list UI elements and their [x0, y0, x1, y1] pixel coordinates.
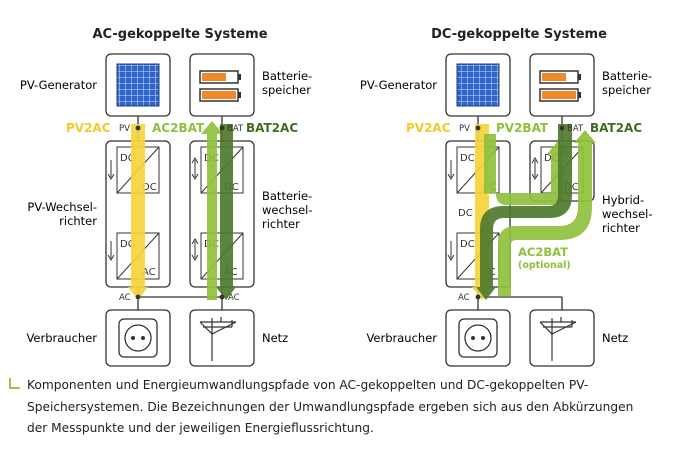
dc-pv-point-label: PV: [459, 124, 470, 134]
dc-battery-storage-box: [529, 53, 595, 117]
dc-title: DC-gekoppelte Systeme: [431, 27, 607, 42]
dc-ac2bat-path: [498, 130, 596, 296]
ac-point-label-right: AC: [228, 293, 240, 303]
dc-battery-storage-label: Batterie-speicher: [602, 69, 652, 97]
ac2bat-label: AC2BAT: [152, 121, 205, 135]
svg-text:DC: DC: [460, 239, 475, 250]
bat2ac-label: BAT2AC: [246, 121, 298, 135]
dc-consumer-label: Verbraucher: [366, 331, 437, 345]
battery-storage-label: Batterie-speicher: [262, 69, 312, 97]
svg-text:DC: DC: [460, 153, 475, 164]
dc-ac-point-label: AC: [458, 293, 470, 303]
pv-point-label: PV: [119, 124, 130, 134]
grid-box: [189, 309, 255, 367]
grid-label: Netz: [262, 331, 288, 345]
battery-icon: [199, 70, 241, 102]
socket-icon: [118, 318, 158, 358]
dc-solar-panel-icon: [456, 63, 500, 107]
caption-marker: [9, 378, 20, 389]
power-pole-icon: [199, 317, 237, 361]
pv2bat-label: PV2BAT: [496, 121, 549, 135]
dc-bat2ac-path: [476, 124, 572, 300]
measure-point-bat: [219, 125, 225, 131]
dc-ac2bat-label: AC2BAT: [518, 245, 568, 259]
pv2ac-path: [128, 124, 148, 300]
ac-point-label: AC: [119, 293, 131, 303]
dc-ac2bat-optional: (optional): [518, 260, 571, 271]
measure-point-pv: [135, 125, 141, 131]
dc-socket-icon: [458, 318, 498, 358]
hybrid-inverter-label: Hybrid-wechsel-richter: [602, 193, 653, 235]
ac2bat-path: [201, 121, 223, 300]
dc-pv-generator-label: PV-Generator: [360, 78, 437, 92]
svg-text:DC: DC: [458, 208, 473, 219]
battery-storage-box: [189, 53, 255, 117]
pv2ac-label: PV2AC: [66, 121, 111, 135]
svg-text:AC: AC: [142, 267, 156, 278]
ac-title: AC-gekoppelte Systeme: [92, 27, 267, 42]
battery-inverter-label: Batterie-wechsel-richter: [262, 189, 313, 231]
dc-measure-point-pv: [475, 125, 481, 131]
dc-coupled-system: DC-gekoppelte Systeme PV-Generator Batte…: [360, 27, 653, 367]
measure-point-ac: [135, 294, 141, 300]
energy-path-diagram: AC-gekoppelte Systeme PV-Generator Batte…: [20, 27, 653, 367]
svg-text:DC: DC: [120, 239, 135, 250]
dc-grid-box: [529, 309, 595, 367]
pv-generator-label: PV-Generator: [20, 78, 97, 92]
dc-measure-point-bat: [559, 125, 565, 131]
pv-inverter-label: PV-Wechsel-richter: [27, 200, 97, 228]
dc-measure-point-ac: [475, 294, 481, 300]
svg-text:DC: DC: [142, 182, 157, 193]
bat2ac-path: [216, 124, 236, 300]
consumer-label: Verbraucher: [26, 331, 97, 345]
dc-grid-label: Netz: [602, 331, 628, 345]
measure-point-ac-bat: [219, 294, 225, 300]
dc-power-pole-icon: [539, 317, 577, 361]
dc-pv2ac-label: PV2AC: [406, 121, 451, 135]
dc-bat2ac-label: BAT2AC: [590, 121, 642, 135]
figure-caption: Komponenten und Energieumwandlungspfade …: [27, 378, 634, 435]
dc-battery-icon: [539, 70, 581, 102]
dc-bat-point-label: BAT: [567, 124, 584, 134]
ac-coupled-system: AC-gekoppelte Systeme PV-Generator Batte…: [20, 27, 313, 367]
svg-text:DC: DC: [120, 153, 135, 164]
solar-panel-icon: [116, 63, 160, 107]
bat-point-label: BAT: [227, 124, 244, 134]
